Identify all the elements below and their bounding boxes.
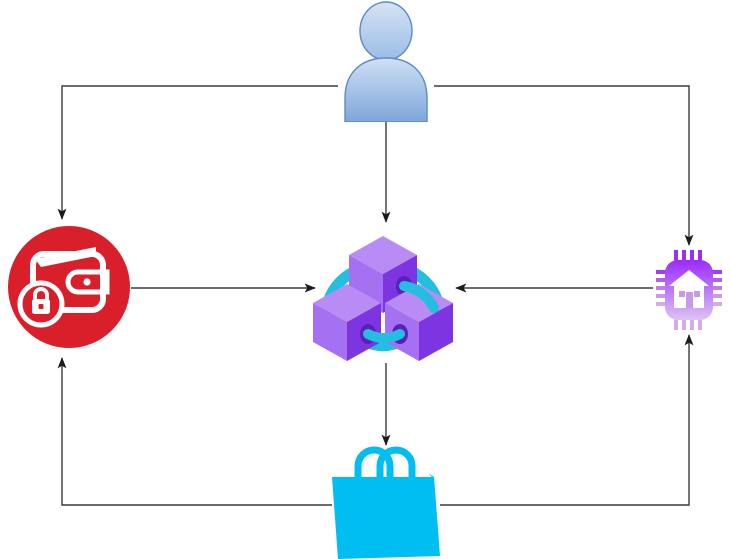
shopping-bag-node[interactable] (328, 444, 444, 559)
chip-pins-top (674, 250, 702, 263)
chain-end-top (399, 281, 439, 313)
bag-body (332, 473, 440, 559)
bag-handle-right (376, 446, 416, 478)
wallet-pocket-stud (83, 278, 91, 286)
house-door (686, 292, 693, 308)
chip-pins-right (709, 270, 722, 306)
house-window-left (679, 291, 685, 297)
house-window-right (694, 291, 700, 297)
lock-shackle-icon (33, 287, 49, 299)
house-icon (669, 270, 709, 308)
user-body (344, 57, 428, 122)
connector-bag-to-wallet (57, 357, 332, 506)
wallet-node[interactable] (8, 226, 130, 348)
chip-pins-bottom (674, 317, 702, 330)
connector-user-to-wallet (57, 85, 338, 220)
wallet-pocket (65, 269, 110, 295)
connector-bag-to-chip (440, 334, 694, 506)
smart-home-chip-node[interactable] (656, 250, 722, 330)
bag-handle-left (354, 446, 394, 478)
chain-end-lower (363, 329, 405, 343)
blockchain-cube-left (313, 284, 381, 361)
connector-user-to-chip (434, 85, 694, 246)
blockchain-node[interactable] (308, 228, 458, 362)
chip-pins-left (656, 270, 669, 306)
user-head (359, 1, 413, 61)
user-node[interactable] (338, 0, 434, 122)
lock-keyhole-icon (38, 304, 44, 309)
